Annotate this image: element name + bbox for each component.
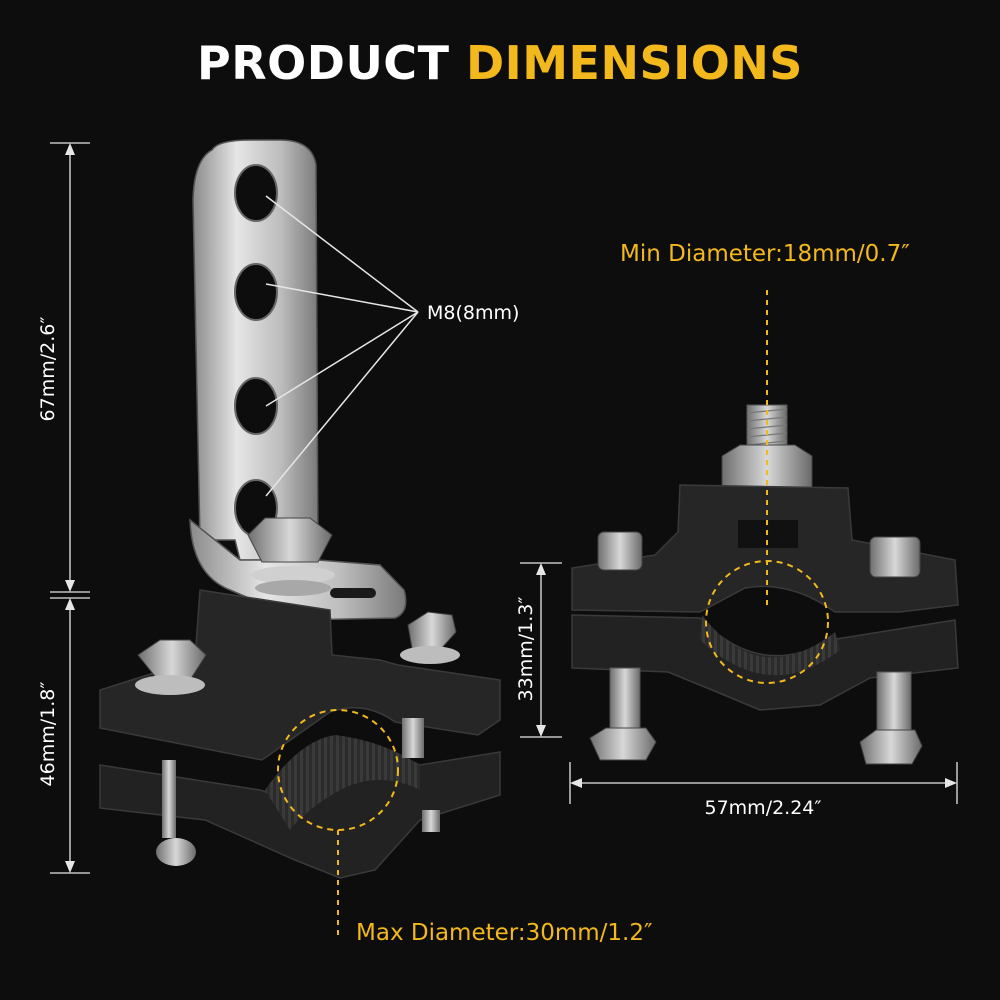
title-part-2: DIMENSIONS (465, 36, 803, 90)
washer (255, 580, 331, 596)
clamp-grip-ridges (700, 615, 840, 676)
hex-nut (407, 611, 457, 651)
hole-size-label: M8(8mm) (427, 302, 520, 324)
hex-nut (859, 729, 923, 765)
mounting-hole (234, 164, 278, 222)
clamp-width-label: 57mm/2.24″ (704, 797, 822, 819)
left-clamp-height-label: 46mm/1.8″ (37, 681, 59, 787)
bracket-height-label: 67mm/2.6″ (37, 316, 59, 422)
min-diameter-circle (705, 560, 829, 684)
washer (400, 646, 460, 664)
left-dimension-arrows (65, 143, 75, 873)
right-dimension-lines (520, 562, 958, 804)
bolt (422, 810, 440, 832)
hex-nut (247, 517, 333, 563)
max-diameter-label: Max Diameter:30mm/1.2″ (356, 920, 653, 946)
washer (135, 675, 205, 695)
hole-callout-lines (265, 195, 419, 497)
bolt (876, 671, 912, 735)
bolt (162, 760, 176, 838)
left-dimension-lines (50, 142, 90, 874)
clamp-grip-ridges (265, 735, 420, 830)
max-diameter-circle (277, 709, 399, 831)
right-clamp-assembly (571, 404, 959, 765)
bracket-slot (330, 588, 376, 598)
right-dimension-arrows (536, 563, 957, 788)
page-title: PRODUCT DIMENSIONS (0, 36, 1000, 90)
hex-nut (589, 727, 657, 761)
left-bracket-assembly (99, 139, 501, 879)
title-part-1: PRODUCT (197, 36, 450, 90)
bolt-head (156, 838, 196, 866)
washer (251, 566, 335, 584)
cap-screw (597, 531, 643, 571)
bolt (609, 667, 641, 737)
min-diameter-label: Min Diameter:18mm/0.7″ (620, 241, 910, 267)
bolt (402, 718, 424, 758)
steel-bracket (192, 139, 319, 561)
cap-screw (869, 536, 921, 578)
right-clamp-height-label: 33mm/1.3″ (515, 596, 537, 702)
mounting-hole (234, 377, 278, 435)
upper-clamp (571, 484, 959, 613)
mounting-hole (234, 263, 278, 321)
upper-clamp (99, 589, 501, 761)
